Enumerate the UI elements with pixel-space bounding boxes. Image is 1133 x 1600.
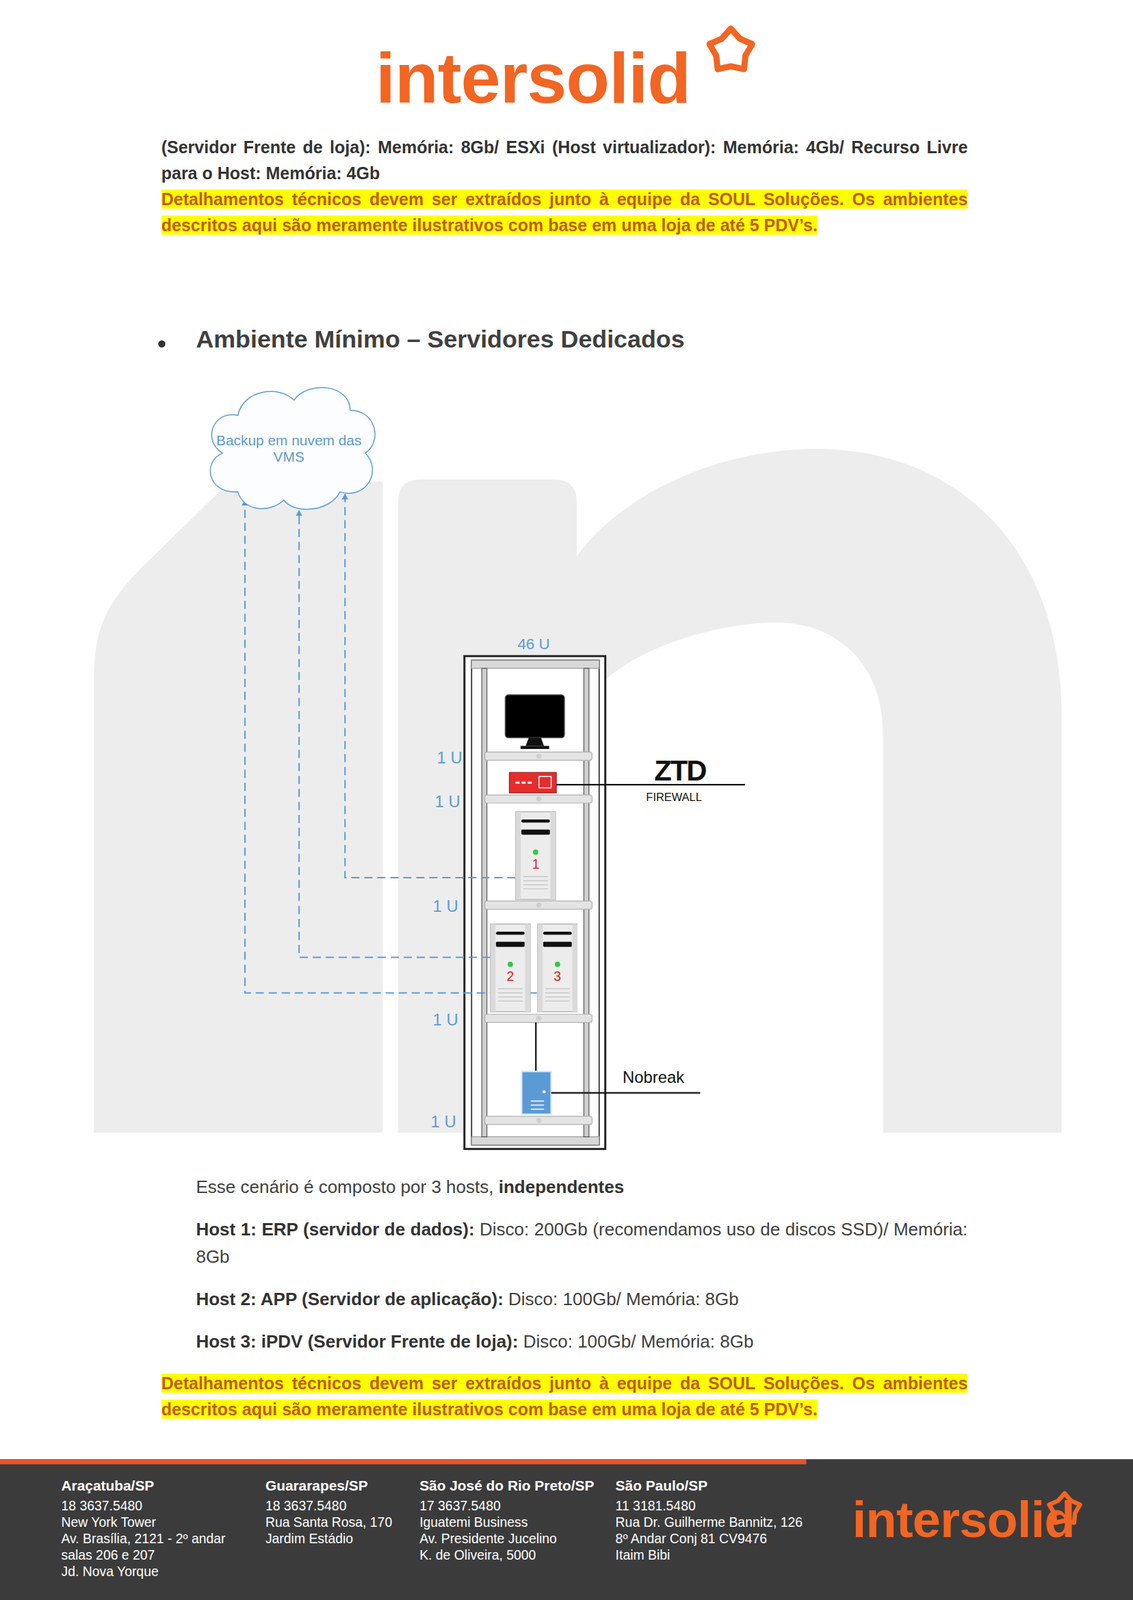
callout-number: 2 [489, 968, 531, 984]
footer-text: 17 3637.5480 [419, 1498, 501, 1514]
rack-unit: 1 U [433, 1010, 459, 1030]
paragraph: (Servidor Frente de loja): Memória: 8Gb/… [161, 134, 969, 187]
footer-text: Av. Brasília, 2121 - 2º andar [61, 1531, 226, 1547]
backup-connector [298, 510, 490, 958]
rack [464, 656, 606, 1149]
highlighted-note: Detalhamentos técnicos devem ser extraíd… [161, 189, 969, 235]
callout-number: 1 [515, 856, 557, 872]
device-label: FIREWALL [645, 790, 702, 804]
leader-line [556, 784, 746, 786]
rack-unit: 1 U [431, 1112, 457, 1131]
device-label: Nobreak [622, 1068, 685, 1087]
footer-text: Itaim Bibi [615, 1547, 671, 1563]
backup-connector [344, 493, 516, 878]
logo-icon [709, 28, 752, 70]
logo-text: intersolid [375, 36, 691, 120]
footer-text: K. de Oliveira, 5000 [419, 1547, 536, 1563]
footer-text: Rua Dr. Guilherme Bannitz, 126 [615, 1514, 804, 1530]
rack-unit: 1 U [437, 748, 463, 767]
footer-text: New York Tower [61, 1514, 157, 1530]
body-text: Disco: 100Gb/ Memória: 8Gb [508, 1288, 739, 1310]
bold-text: Host 3: iPDV (Servidor Frente de loja): [195, 1331, 518, 1352]
footer-heading: São José do Rio Preto/SP [419, 1477, 594, 1495]
node-label: Backup em nuvem das VMS [212, 432, 366, 466]
bold-text: (Servidor Frente de loja): Memória: 8Gb/… [161, 137, 969, 183]
monitor [504, 695, 565, 750]
bold-text: Host 2: APP (Servidor de aplicação): [195, 1288, 503, 1310]
backup-connector [244, 500, 538, 993]
footer-text: salas 206 e 207 [61, 1547, 156, 1563]
bold-text: Host 1: ERP (servidor de dados): [195, 1219, 475, 1240]
server-tower [515, 811, 557, 901]
paragraph: Esse cenário é composto por 3 hosts,inde… [195, 1173, 968, 1201]
body-text: Esse cenário é composto por 3 hosts, [195, 1176, 494, 1198]
logo-text: intersolid [852, 1491, 1075, 1550]
paragraph: Host 1: ERP (servidor de dados):Disco: 2… [195, 1215, 968, 1271]
bullet [158, 340, 165, 347]
section-heading: Ambiente Mínimo – Servidores Dedicados [195, 325, 685, 354]
nobreak-device [521, 1022, 551, 1115]
footer-heading: Guararapes/SP [265, 1477, 369, 1495]
leader-line [551, 1092, 701, 1095]
highlighted-note: Detalhamentos técnicos devem ser extraíd… [161, 1373, 969, 1419]
footer-text: Jd. Nova Yorque [61, 1564, 159, 1580]
footer-text: Iguatemi Business [419, 1514, 528, 1530]
server-node: 3 [537, 923, 579, 1013]
footer-text: Av. Presidente Jucelino [419, 1531, 557, 1547]
footer-text: Rua Santa Rosa, 170 [265, 1514, 393, 1530]
footer-text: 8º Andar Conj 81 CV9476 [615, 1531, 767, 1547]
firewall-device [509, 772, 557, 793]
footer-heading: São Paulo/SP [615, 1477, 709, 1495]
brand-mark: ZTD [654, 754, 706, 788]
paragraph: Host 2: APP (Servidor de aplicação):Disc… [195, 1285, 968, 1313]
body-text-block: Esse cenário é composto por 3 hosts,inde… [195, 1173, 968, 1356]
footer-text: 18 3637.5480 [265, 1498, 347, 1514]
rack-unit: 1 U [435, 792, 461, 811]
footer-text: Jardim Estádio [265, 1531, 354, 1547]
footer-band [0, 1459, 1133, 1600]
rack-size: 46 U [517, 635, 550, 654]
footer-heading: Araçatuba/SP [61, 1477, 155, 1495]
rack-unit: 1 U [433, 896, 459, 916]
paragraph: Detalhamentos técnicos devem ser extraíd… [161, 1370, 969, 1423]
server-node: 1 [515, 811, 557, 901]
paragraph: Detalhamentos técnicos devem ser extraíd… [161, 186, 969, 239]
paragraph: Host 3: iPDV (Servidor Frente de loja):D… [195, 1327, 968, 1356]
footer-text: 18 3637.5480 [61, 1498, 143, 1514]
server-tower [489, 923, 531, 1013]
bold-text: independentes [498, 1176, 624, 1198]
server-tower [537, 923, 579, 1013]
intro-text: (Servidor Frente de loja): Memória: 8Gb/… [161, 134, 969, 239]
closing-note: Detalhamentos técnicos devem ser extraíd… [161, 1370, 969, 1423]
body-text: Disco: 100Gb/ Memória: 8Gb [523, 1331, 754, 1352]
cloud-node: Backup em nuvem das VMS [197, 379, 382, 516]
footer-text: 11 3181.5480 [615, 1498, 696, 1514]
server-node: 2 [489, 923, 531, 1013]
callout-number: 3 [537, 968, 579, 984]
